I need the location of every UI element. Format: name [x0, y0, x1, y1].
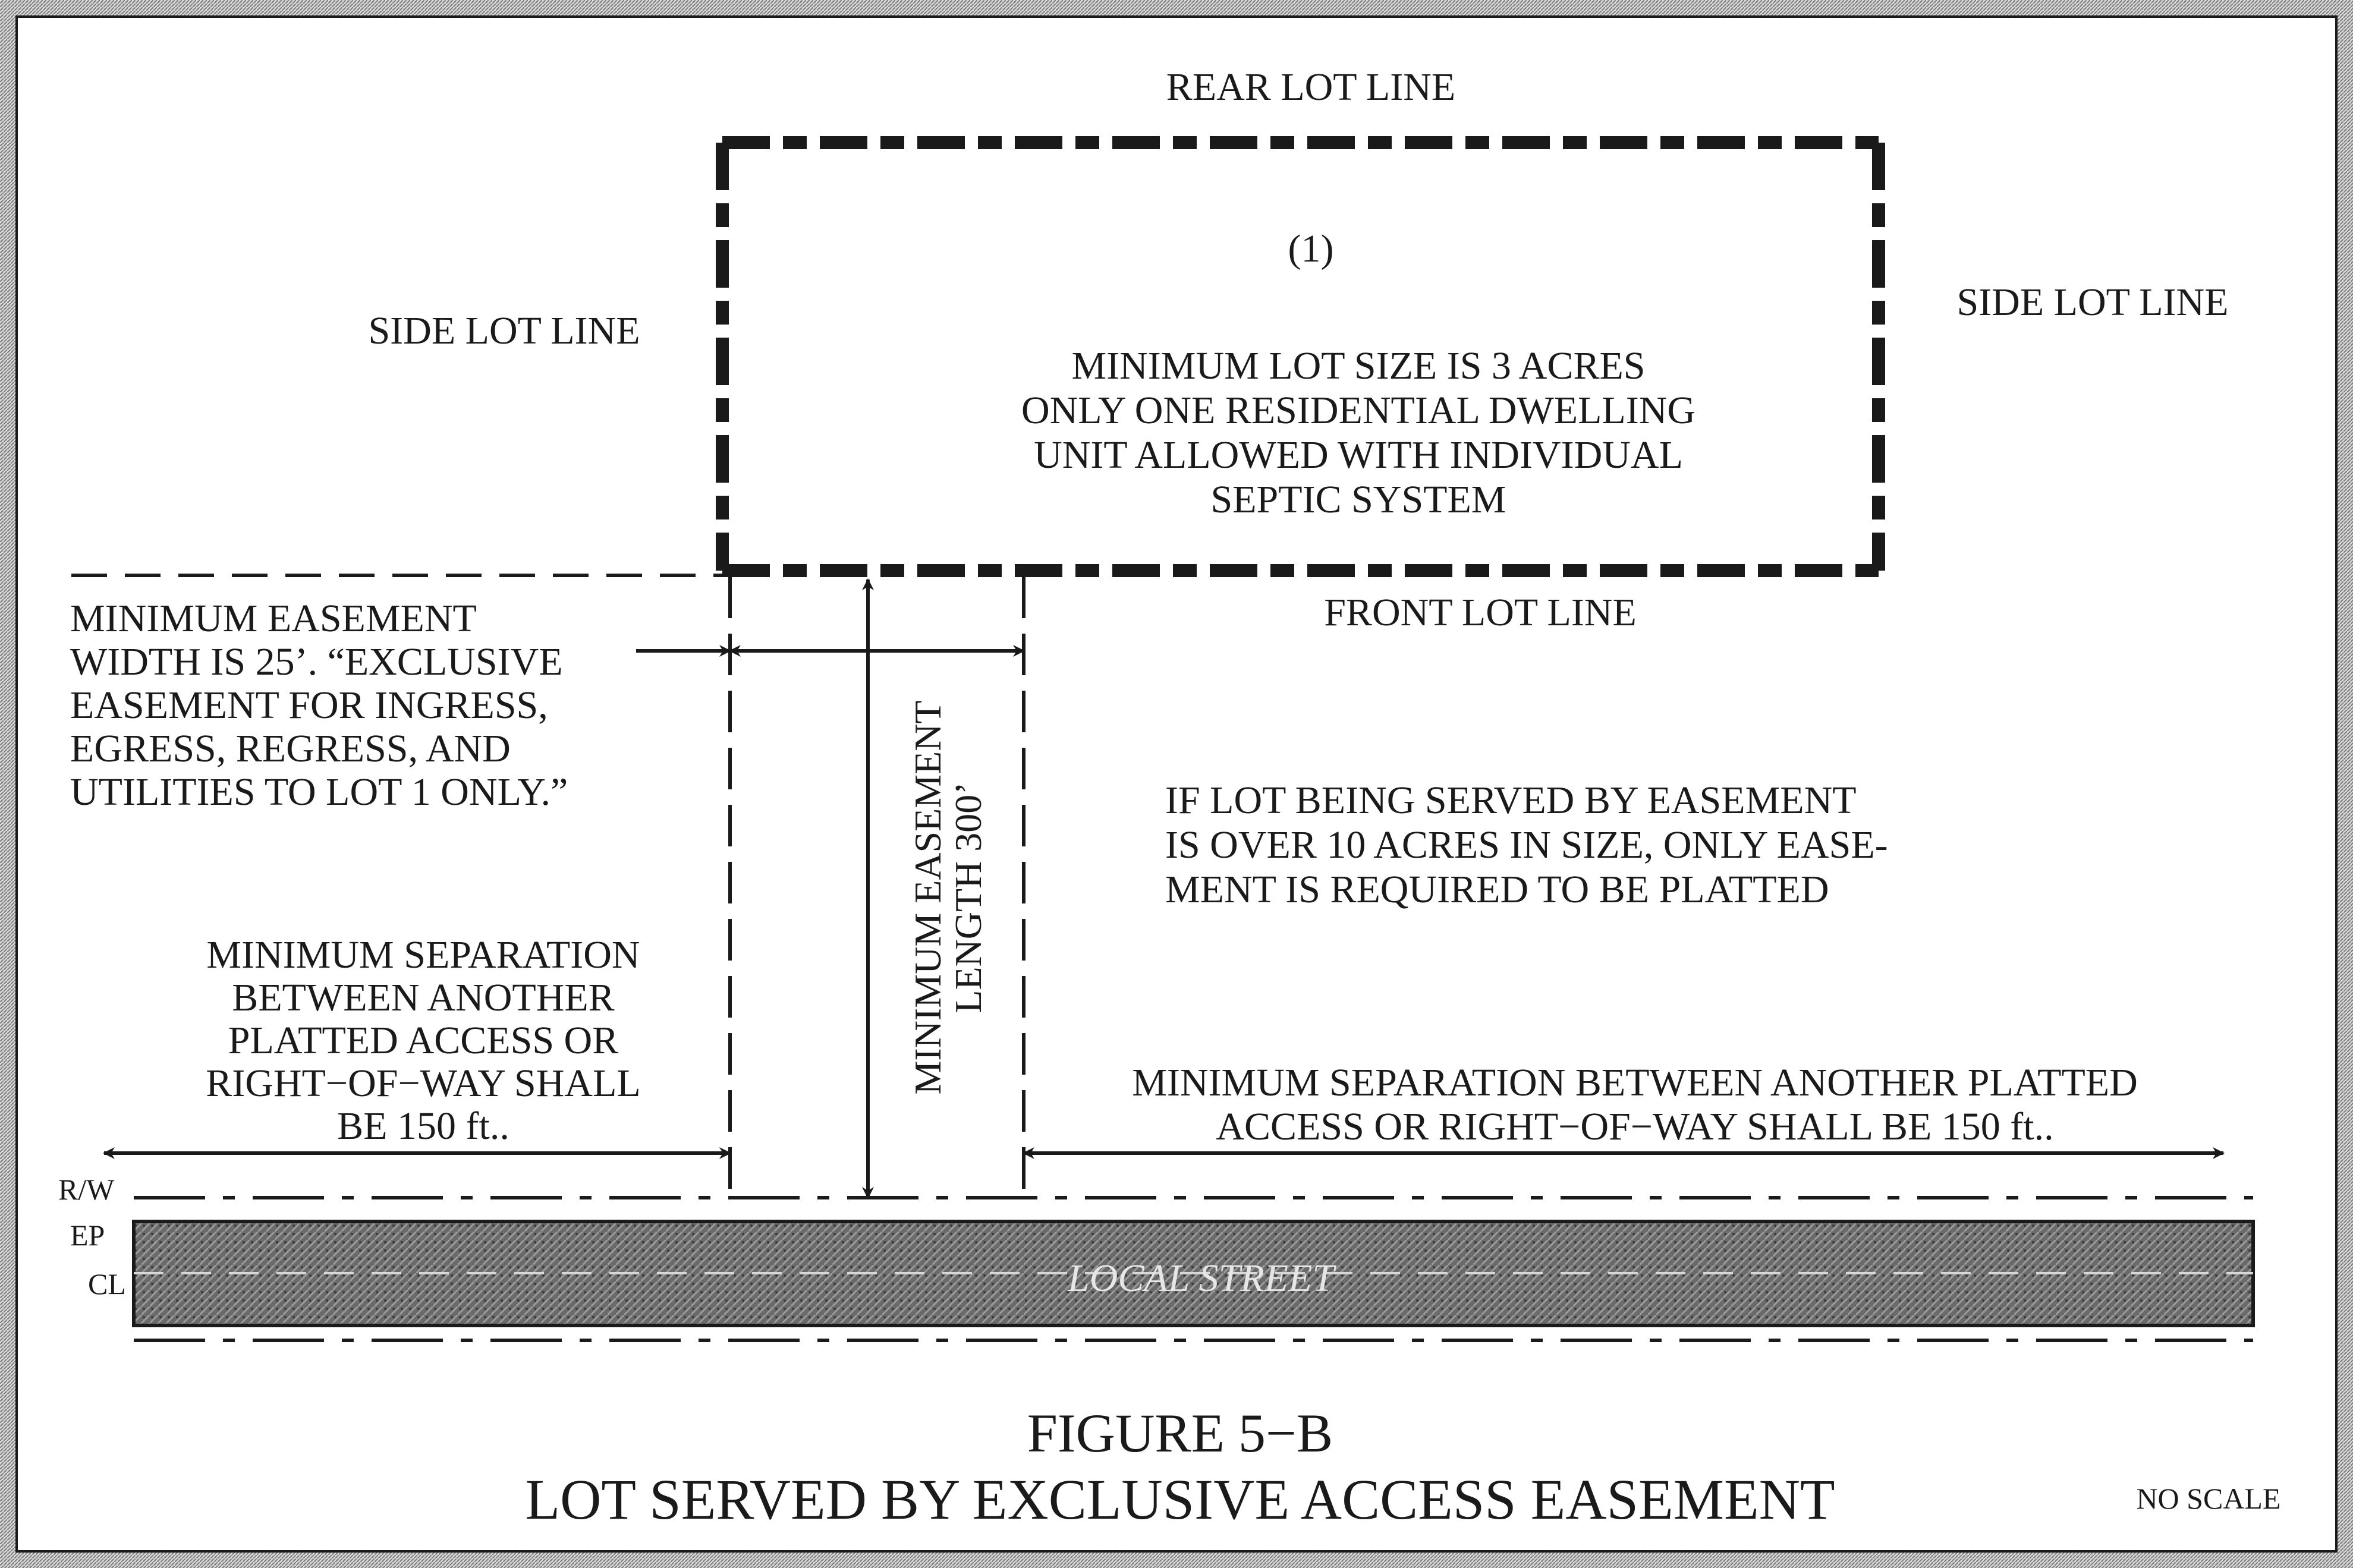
centerline-label: CL: [88, 1267, 126, 1301]
side-lot-line-right-label: SIDE LOT LINE: [1956, 281, 2228, 324]
figure-title: LOT SERVED BY EXCLUSIVE ACCESS EASEMENT: [525, 1468, 1835, 1531]
separation-left-line: RIGHT−OF−WAY SHALL: [206, 1062, 640, 1105]
lot-note-line: SEPTIC SYSTEM: [1211, 478, 1506, 521]
separation-left-line: PLATTED ACCESS OR: [228, 1019, 618, 1062]
right-of-way-label: R/W: [58, 1173, 115, 1206]
separation-left-line: MINIMUM SEPARATION: [206, 933, 640, 977]
easement-length-note-line: LENGTH 300’: [947, 782, 989, 1013]
lot-note-line: MINIMUM LOT SIZE IS 3 ACRES: [1071, 344, 1645, 388]
separation-right-note: MINIMUM SEPARATION BETWEEN ANOTHER PLATT…: [1132, 1061, 2138, 1148]
separation-left-line: BETWEEN ANOTHER: [232, 976, 614, 1019]
figure-number: FIGURE 5−B: [1027, 1403, 1333, 1463]
rear-lot-line-label: REAR LOT LINE: [1166, 65, 1455, 109]
large-lot-note-line: IF LOT BEING SERVED BY EASEMENT: [1165, 779, 1857, 822]
easement-width-note: MINIMUM EASEMENT WIDTH IS 25’. “EXCLUSIV…: [70, 597, 568, 814]
lot-boundary: [716, 136, 1885, 577]
separation-right-line: ACCESS OR RIGHT−OF−WAY SHALL BE 150 ft..: [1216, 1105, 2053, 1148]
local-street: [132, 1196, 2255, 1342]
separation-right-line: MINIMUM SEPARATION BETWEEN ANOTHER PLATT…: [1132, 1061, 2138, 1104]
scale-note: NO SCALE: [2136, 1482, 2280, 1515]
front-lot-line-label: FRONT LOT LINE: [1324, 591, 1637, 634]
separation-left-line: BE 150 ft..: [337, 1104, 509, 1148]
street-label: LOCAL STREET: [1067, 1257, 1336, 1300]
easement-width-note-line: MINIMUM EASEMENT: [70, 597, 477, 640]
easement-length-note-line: MINIMUM EASEMENT: [907, 700, 949, 1094]
easement-width-note-line: EASEMENT FOR INGRESS,: [70, 684, 548, 727]
easement-boundaries: [728, 577, 1025, 1195]
large-lot-note-line: MENT IS REQUIRED TO BE PLATTED: [1165, 868, 1829, 911]
lot-note-line: UNIT ALLOWED WITH INDIVIDUAL: [1034, 433, 1683, 477]
large-lot-note-line: IS OVER 10 ACRES IN SIZE, ONLY EASE-: [1165, 823, 1888, 867]
edge-of-pavement-label: EP: [70, 1218, 105, 1252]
large-lot-note: IF LOT BEING SERVED BY EASEMENT IS OVER …: [1165, 779, 1888, 911]
separation-left-note: MINIMUM SEPARATION BETWEEN ANOTHER PLATT…: [206, 933, 640, 1148]
easement-width-note-line: EGRESS, REGRESS, AND: [70, 727, 511, 770]
lot-number: (1): [1288, 227, 1334, 270]
lot-note-line: ONLY ONE RESIDENTIAL DWELLING: [1021, 389, 1695, 432]
easement-width-note-line: WIDTH IS 25’. “EXCLUSIVE: [70, 640, 563, 684]
lot-note: MINIMUM LOT SIZE IS 3 ACRES ONLY ONE RES…: [1021, 344, 1695, 521]
side-lot-line-left-label: SIDE LOT LINE: [368, 309, 640, 352]
dimension-arrows: [103, 578, 2225, 1199]
easement-length-note: MINIMUM EASEMENT LENGTH 300’: [907, 700, 989, 1094]
easement-width-note-line: UTILITIES TO LOT 1 ONLY.”: [70, 770, 568, 814]
